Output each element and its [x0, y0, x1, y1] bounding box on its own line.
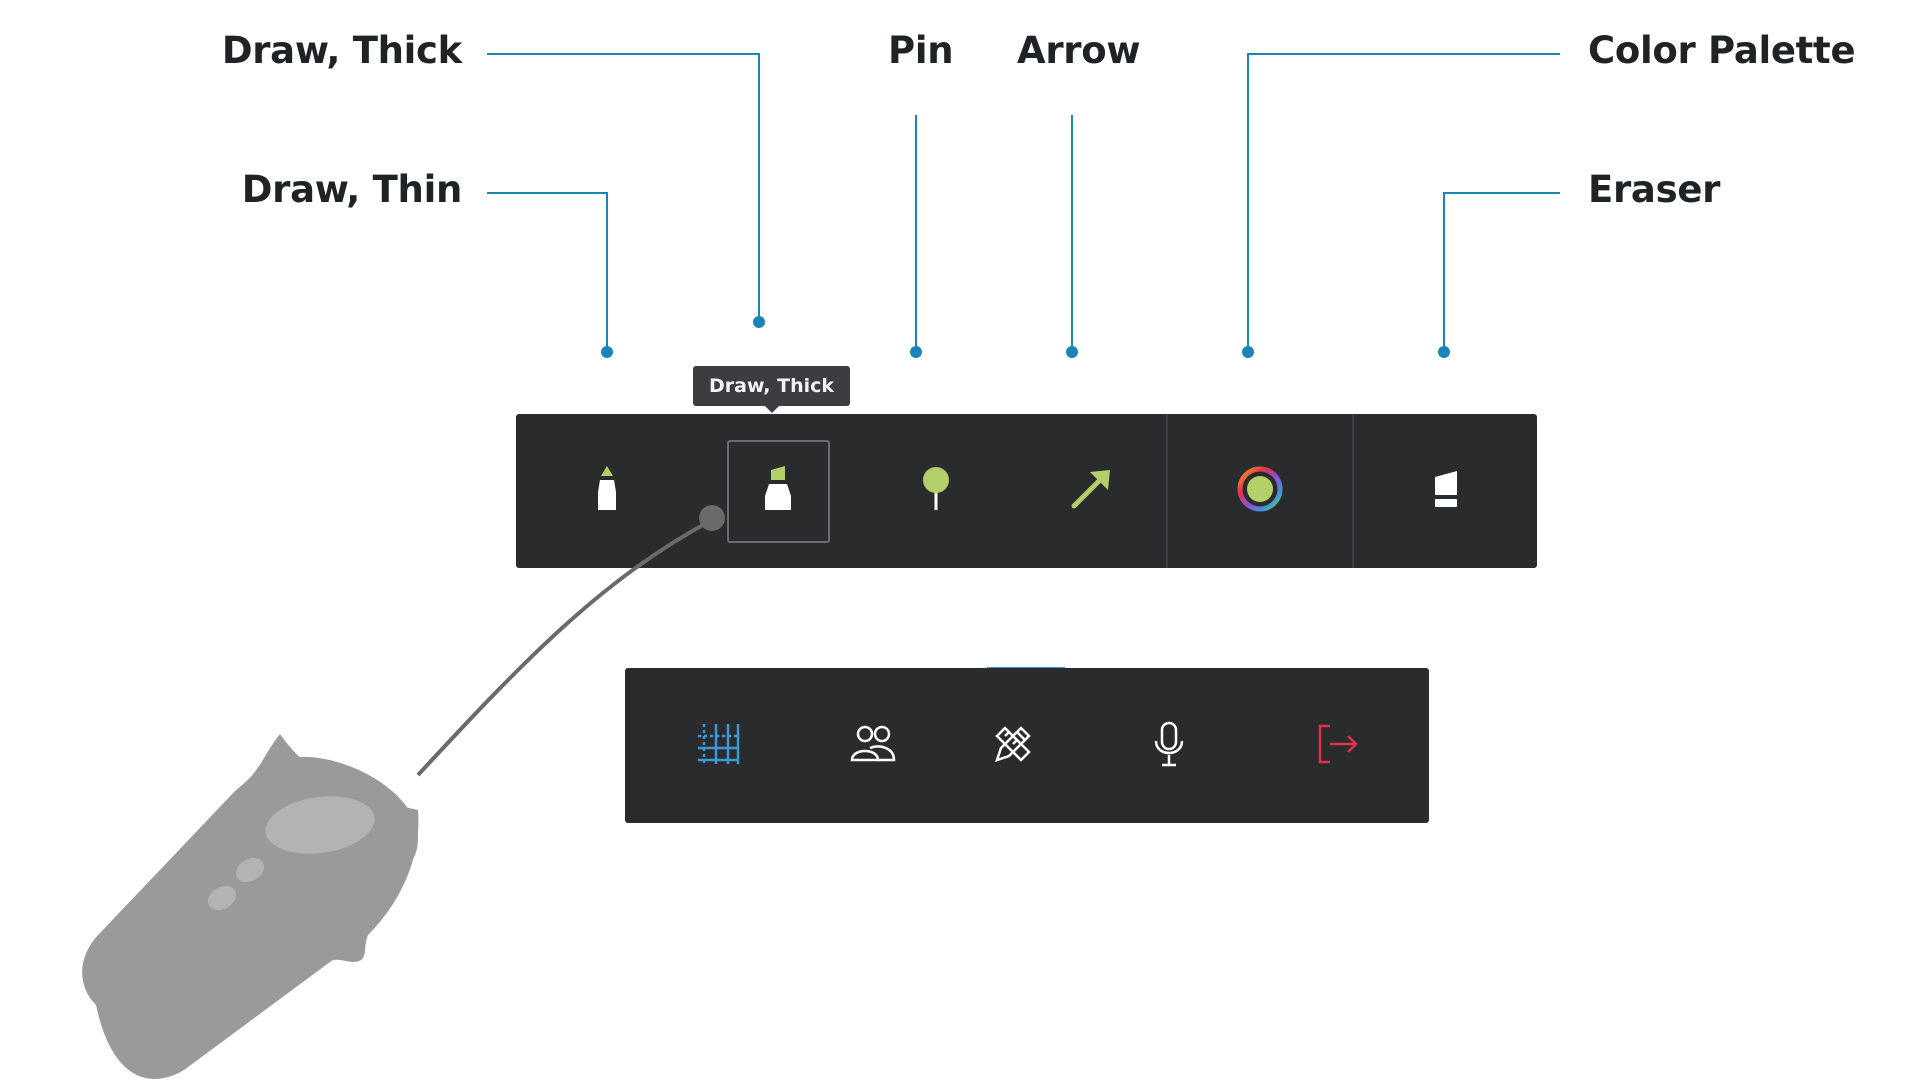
tool-pin[interactable] [858, 414, 1013, 568]
tool-eraser[interactable] [1354, 414, 1537, 568]
callout-draw-thin: Draw, Thin [241, 168, 463, 211]
pencil-ruler-icon [991, 722, 1035, 770]
tool-draw-thin[interactable] [516, 414, 698, 568]
leader-draw-thin [487, 192, 608, 352]
toolbar-item-people[interactable] [811, 668, 935, 823]
people-icon [850, 724, 896, 768]
callout-eraser: Eraser [1588, 168, 1721, 211]
microphone-icon [1152, 721, 1186, 771]
leader-dot-color-palette [1242, 346, 1254, 358]
toolbar-divider-2 [1352, 414, 1354, 568]
tool-arrow[interactable] [1013, 414, 1169, 568]
toolbar-divider-1 [1166, 414, 1168, 568]
tool-color-palette[interactable] [1168, 414, 1352, 568]
main-toolbar [625, 668, 1429, 823]
leader-dot-pin [910, 346, 922, 358]
marker-thick-icon [761, 464, 795, 518]
tool-draw-thick[interactable] [698, 414, 858, 568]
callout-color-palette: Color Palette [1588, 29, 1856, 72]
toolbar-item-microphone[interactable] [1091, 668, 1247, 823]
tooltip-draw-thick: Draw, Thick [693, 366, 851, 413]
leader-color-palette [1247, 53, 1560, 352]
leader-dot-arrow [1066, 346, 1078, 358]
exit-icon [1316, 722, 1360, 770]
color-ring-icon [1235, 464, 1285, 518]
selected-outline [726, 439, 830, 543]
eraser-icon [1431, 469, 1461, 513]
leader-dot-draw-thin [601, 346, 613, 358]
callout-draw-thick: Draw, Thick [221, 29, 462, 72]
callout-arrow: Arrow [1017, 29, 1141, 72]
leader-draw-thick [487, 53, 760, 322]
leader-dot-draw-thick [753, 316, 765, 328]
leader-eraser [1443, 192, 1560, 352]
grid-icon [696, 722, 740, 770]
toolbar-item-grid[interactable] [625, 668, 811, 823]
toolbar-item-annotate[interactable] [935, 668, 1091, 823]
pin-icon [919, 464, 953, 518]
marker-thin-icon [592, 464, 622, 518]
callout-pin: Pin [888, 29, 954, 72]
leader-dot-eraser [1438, 346, 1450, 358]
toolbar-item-exit[interactable] [1247, 668, 1429, 823]
arrow-icon [1068, 466, 1114, 516]
annotation-toolbar [516, 414, 1537, 568]
